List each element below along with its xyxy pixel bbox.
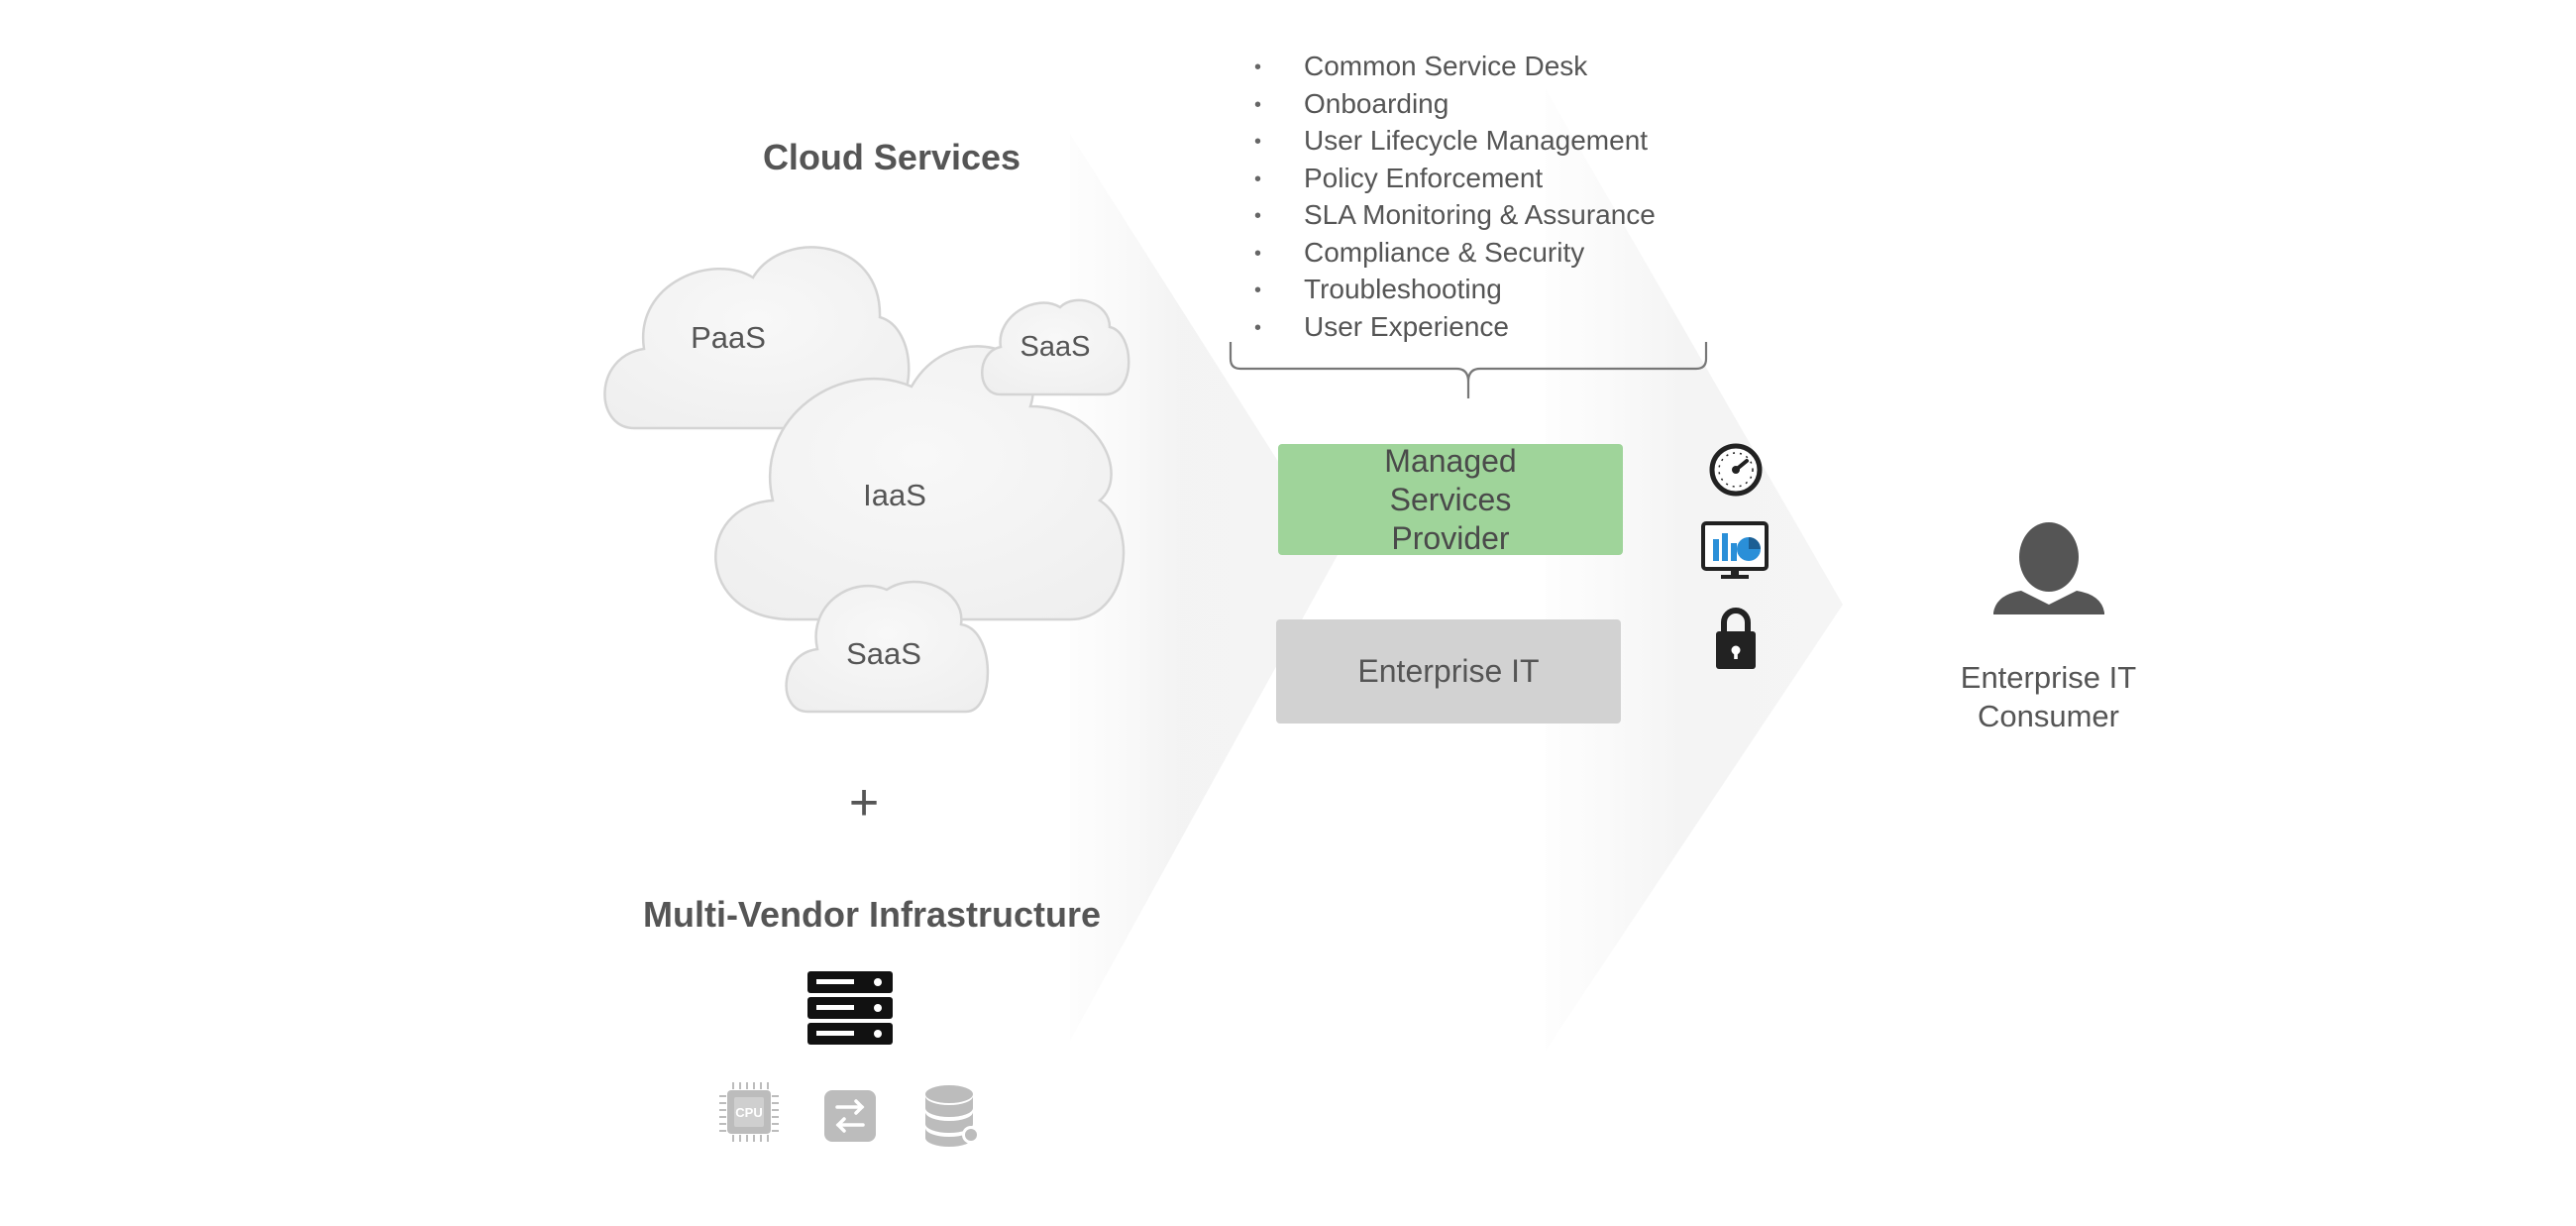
list-item: • Onboarding: [1250, 86, 1656, 124]
enterprise-it-box: Enterprise IT: [1276, 619, 1621, 724]
chevron-arrow-1: [1070, 134, 1338, 1041]
capabilities-list: • Common Service Desk • Onboarding • User L…: [1250, 49, 1656, 346]
multi-vendor-heading: Multi-Vendor Infrastructure: [642, 894, 1102, 935]
plus-sign: +: [848, 774, 880, 832]
cloud-iaas: [714, 345, 1126, 621]
bullet: •: [1254, 242, 1262, 265]
bullet: •: [1254, 56, 1262, 78]
cloud-saas-small: [981, 298, 1130, 396]
network-switch-icon: [824, 1090, 876, 1142]
list-item: • Policy Enforcement: [1250, 161, 1656, 198]
bullet: •: [1254, 167, 1262, 190]
cloud-paas: [603, 246, 911, 430]
list-item: • Compliance & Security: [1250, 235, 1656, 273]
bullet: •: [1254, 93, 1262, 116]
cloud-label-paas: PaaS: [691, 320, 766, 355]
capability-text: Compliance & Security: [1304, 236, 1585, 268]
cloud-label-iaas: IaaS: [863, 478, 926, 512]
list-item: • Troubleshooting: [1250, 272, 1656, 309]
analytics-monitor-icon: [1701, 521, 1769, 579]
cpu-chip-icon: CPU: [719, 1082, 779, 1142]
user-silhouette-icon: [1993, 522, 2104, 614]
bullet: •: [1254, 205, 1262, 227]
capability-text: Onboarding: [1304, 87, 1449, 119]
capability-text: User Experience: [1304, 310, 1509, 342]
enterprise-it-consumer-label: Enterprise IT Consumer: [1960, 660, 2137, 733]
list-item: • User Experience: [1250, 309, 1656, 347]
capability-text: Common Service Desk: [1304, 51, 1588, 81]
list-item: • User Lifecycle Management: [1250, 123, 1656, 161]
enterprise-it-label: Enterprise IT: [1357, 653, 1540, 689]
cloud-label-saas-bottom: SaaS: [846, 636, 921, 671]
chevron-arrow-2: [1546, 89, 1843, 1051]
managed-services-provider-box: Managed Services Provider: [1278, 442, 1623, 556]
capability-text: User Lifecycle Management: [1304, 125, 1649, 156]
list-item: • Common Service Desk: [1250, 49, 1656, 86]
grouping-brace: [1229, 342, 1708, 398]
bullet: •: [1254, 316, 1262, 339]
server-stack-icon: [807, 971, 893, 1045]
bullet: •: [1254, 279, 1262, 301]
list-item: • SLA Monitoring & Assurance: [1250, 197, 1656, 235]
capability-text: SLA Monitoring & Assurance: [1304, 199, 1656, 230]
database-icon: [925, 1085, 980, 1147]
capability-text: Policy Enforcement: [1304, 162, 1544, 193]
cloud-saas-bottom: [785, 580, 990, 714]
cpu-chip-text: CPU: [735, 1105, 762, 1120]
lock-icon: [1716, 608, 1756, 669]
cloud-label-saas-small: SaaS: [1020, 331, 1091, 363]
speedometer-icon: [1709, 443, 1763, 497]
bullet: •: [1254, 131, 1262, 153]
capability-text: Troubleshooting: [1304, 274, 1502, 304]
managed-services-provider-label: Managed Services Provider: [1384, 442, 1517, 556]
cloud-services-heading: Cloud Services: [762, 137, 1021, 177]
